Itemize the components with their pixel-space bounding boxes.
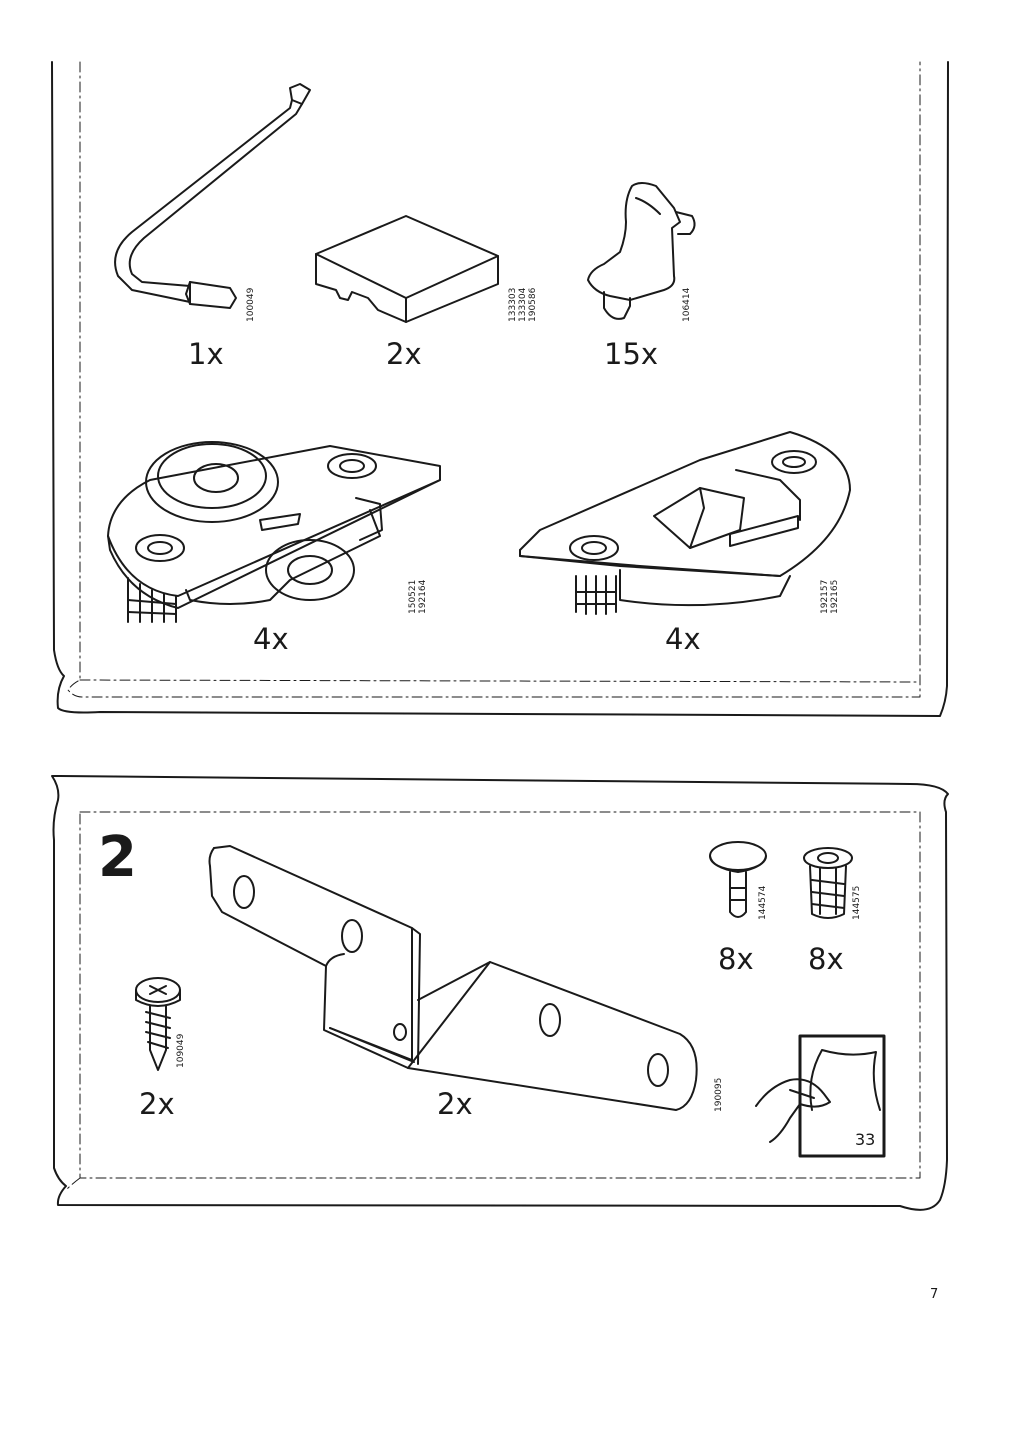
- page-reference-number: 33: [855, 1130, 876, 1149]
- quantity-label: 8x: [718, 942, 754, 976]
- part-number: 150521 192164: [408, 579, 428, 614]
- page-number: 7: [930, 1287, 939, 1302]
- panel2-dashline: [65, 811, 921, 1191]
- cam-hinge-plate-icon: [107, 441, 441, 623]
- part-number: 133303 133304 190586: [508, 287, 538, 322]
- page-reference-icon: [755, 1034, 886, 1158]
- part-number: 100049: [246, 287, 256, 322]
- step-number: 2: [98, 825, 137, 890]
- cover-cap-icon: [315, 215, 499, 323]
- quantity-label: 15x: [604, 337, 659, 371]
- part-number: 106414: [682, 287, 692, 322]
- shelf-support-icon: [587, 182, 696, 320]
- hinge-mounting-plate-icon: [519, 431, 851, 615]
- part-number: 190095: [714, 1077, 724, 1112]
- dowel-pin-icon: [709, 841, 767, 918]
- quantity-label: 4x: [253, 622, 289, 656]
- part-number: 144575: [852, 885, 862, 920]
- part-number: 192157 192165: [820, 579, 840, 614]
- panel1-dashline: [67, 61, 921, 698]
- quantity-label: 1x: [188, 337, 224, 371]
- panel2-border: [51, 775, 949, 1211]
- quantity-label: 4x: [665, 622, 701, 656]
- part-number: 109049: [176, 1033, 186, 1068]
- quantity-label: 2x: [437, 1087, 473, 1121]
- quantity-label: 8x: [808, 942, 844, 976]
- part-number: 144574: [758, 885, 768, 920]
- bracket-icon: [208, 845, 698, 1111]
- panel1-border: [51, 61, 949, 717]
- quantity-label: 2x: [386, 337, 422, 371]
- allen-key-icon: [114, 83, 311, 309]
- expansion-plug-icon: [803, 847, 853, 919]
- screw-icon: [135, 977, 181, 1071]
- quantity-label: 2x: [139, 1087, 175, 1121]
